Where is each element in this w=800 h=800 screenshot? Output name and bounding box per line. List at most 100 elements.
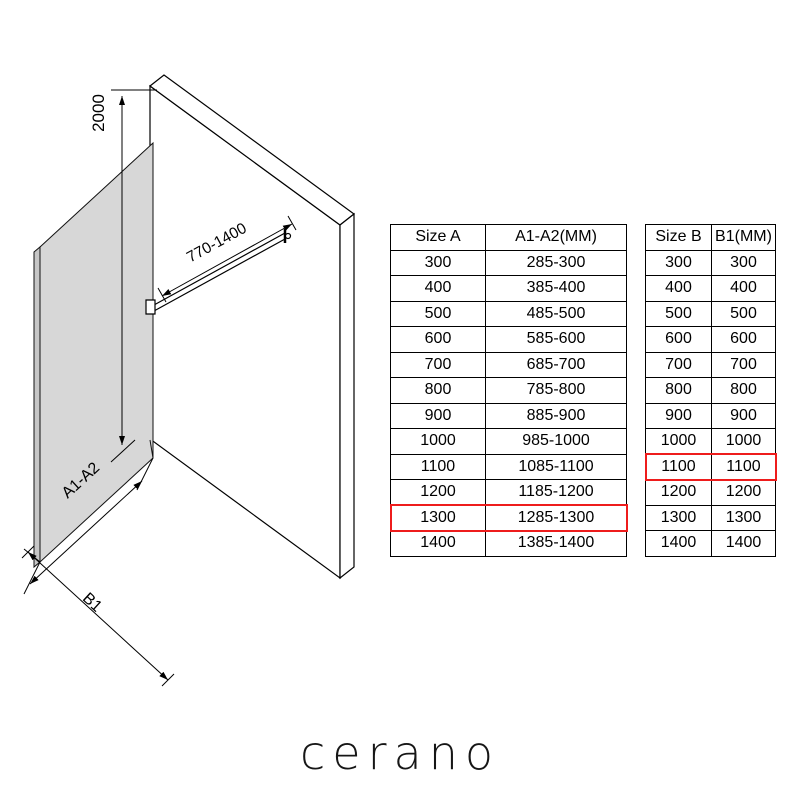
table-cell: 1000 — [390, 428, 486, 455]
glass-width-ext-left — [23, 561, 41, 595]
table-cell: 400 — [390, 275, 486, 302]
table-cell: 1200 — [711, 479, 776, 506]
table-cell: 1285-1300 — [485, 504, 627, 531]
table-cell: 485-500 — [485, 300, 627, 327]
glass-surface — [39, 141, 154, 564]
bar-dimension-left-tick — [157, 287, 167, 303]
table-cell: 1400 — [711, 530, 776, 557]
column-header: A1-A2(MM) — [485, 224, 627, 251]
table-cell: 385-400 — [485, 275, 627, 302]
table-cell: 1085-1100 — [485, 453, 627, 480]
bottom-width-ext-line — [23, 548, 41, 563]
table-cell: 285-300 — [485, 249, 627, 276]
table-cell: 1200 — [645, 479, 712, 506]
glass-panel — [33, 141, 154, 569]
table-cell: 600 — [645, 326, 712, 353]
table-cell: 700 — [645, 351, 712, 378]
table-cell: 1185-1200 — [485, 479, 627, 506]
table-cell: 1300 — [711, 504, 776, 531]
table-cell: 1100 — [711, 453, 776, 480]
height-bottom-tick — [110, 439, 136, 463]
table-cell: 500 — [711, 300, 776, 327]
technical-drawing: 2000 770-1400 A1-A2 B1 — [21, 74, 355, 687]
bottom-width-right-tick — [161, 673, 175, 687]
glass-width-ext-right — [136, 457, 154, 491]
column-header: B1(MM) — [711, 224, 776, 251]
table-cell: 985-1000 — [485, 428, 627, 455]
table-cell: 700 — [390, 351, 486, 378]
table-cell: 500 — [390, 300, 486, 327]
table-cell: 685-700 — [485, 351, 627, 378]
table-cell: 800 — [645, 377, 712, 404]
bar-dimension-right-tick — [287, 215, 297, 231]
table-cell: 500 — [645, 300, 712, 327]
table-cell: 600 — [390, 326, 486, 353]
wall-side-face — [339, 212, 355, 580]
bar-dimension-line — [161, 223, 293, 297]
table-cell: 1100 — [390, 453, 486, 480]
brand-logo: cerano — [300, 726, 500, 780]
table-cell: 1300 — [645, 504, 712, 531]
wall — [149, 74, 355, 580]
table-cell: 1400 — [645, 530, 712, 557]
table-cell: 300 — [645, 249, 712, 276]
table-cell: 1385-1400 — [485, 530, 627, 557]
bottom-width-label: B1 — [79, 590, 105, 616]
bottom-width-dimension-line — [27, 551, 169, 681]
glass-floor-join-line — [149, 439, 154, 459]
table-cell: 900 — [711, 402, 776, 429]
table-cell: 1300 — [390, 504, 486, 531]
table-cell: 400 — [711, 275, 776, 302]
table-cell: 900 — [390, 402, 486, 429]
table-cell: 1100 — [645, 453, 712, 480]
table-cell: 1200 — [390, 479, 486, 506]
table-cell: 785-800 — [485, 377, 627, 404]
table-cell: 900 — [645, 402, 712, 429]
glass-clamp — [145, 299, 156, 315]
table-cell: 800 — [711, 377, 776, 404]
wall-mount-knob — [284, 232, 292, 240]
height-dimension: 2000 — [89, 89, 157, 463]
table-cell: 1000 — [645, 428, 712, 455]
glass-edge-band — [33, 245, 41, 569]
table-cell: 600 — [711, 326, 776, 353]
table-cell: 800 — [390, 377, 486, 404]
table-cell: 885-900 — [485, 402, 627, 429]
bottom-width-dimension: B1 — [21, 545, 175, 687]
table-cell: 1000 — [711, 428, 776, 455]
height-dimension-label: 2000 — [89, 94, 108, 132]
table-cell: 1400 — [390, 530, 486, 557]
table-cell: 300 — [390, 249, 486, 276]
table-cell: 585-600 — [485, 326, 627, 353]
table-cell: 700 — [711, 351, 776, 378]
column-header: Size A — [390, 224, 486, 251]
